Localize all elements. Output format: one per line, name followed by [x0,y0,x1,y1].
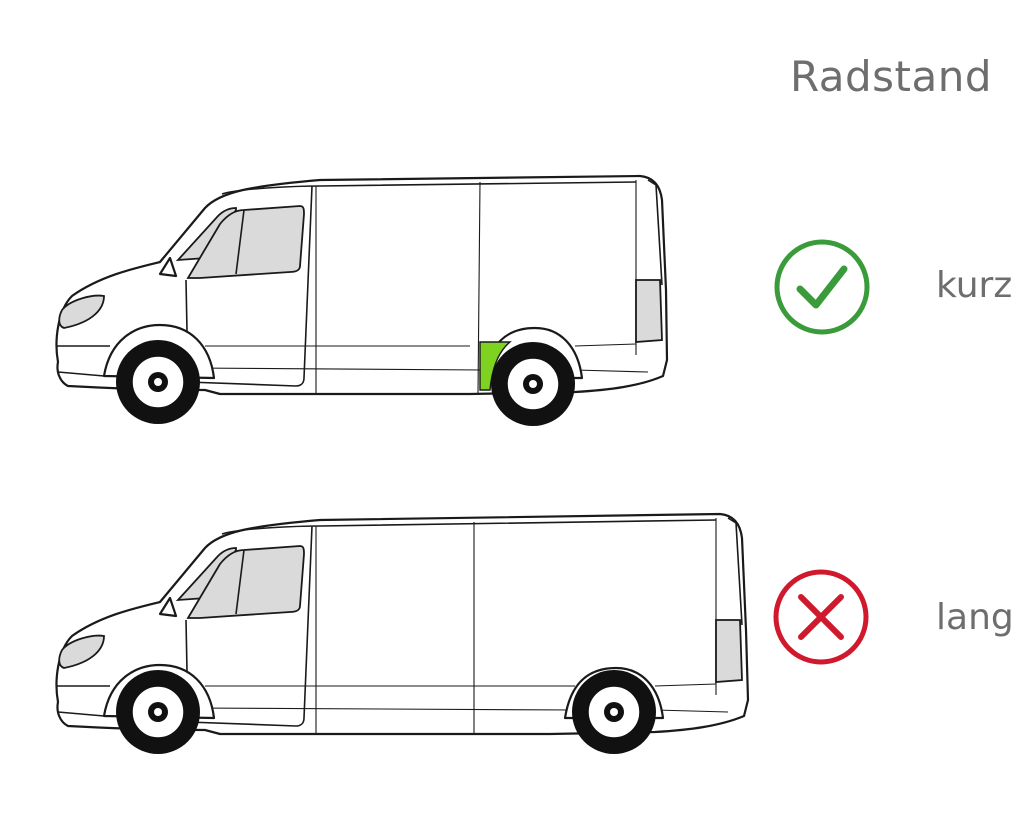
front-wheel [116,340,200,424]
rear-wheel [572,670,656,754]
cross-icon [773,569,869,665]
page-title: Radstand [789,52,992,101]
option-label-short[interactable]: kurz [936,265,1013,306]
front-wheel [116,670,200,754]
rear-wheel [491,342,575,426]
option-label-long[interactable]: lang [936,597,1014,638]
check-icon [774,239,870,335]
van-long-wheelbase [55,512,750,754]
repair-panel-highlight [479,341,512,391]
van-short-wheelbase [55,174,669,426]
